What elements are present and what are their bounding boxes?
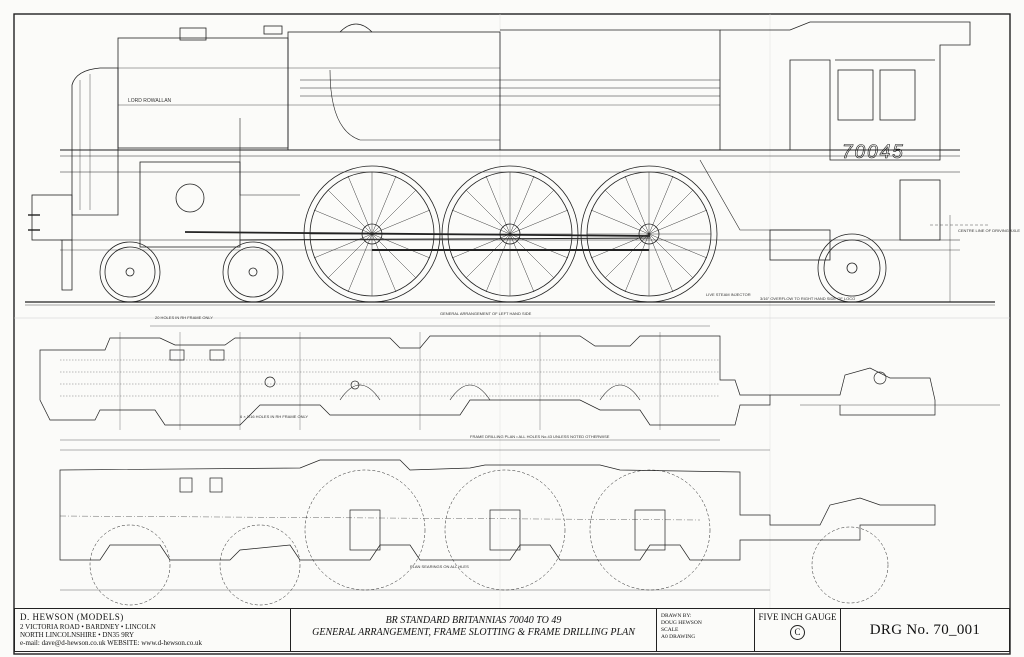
scale-value: A0 DRAWING [661,634,696,640]
drawn-by-value: DOUG HEWSON [661,620,702,626]
gauge-cell: FIVE INCH GAUGE C [755,609,841,651]
gauge-text: FIVE INCH GAUGE [758,612,837,622]
maker-address-1: 2 VICTORIA ROAD • BARDNEY • LINCOLN [20,623,156,631]
trailing-wheel [817,233,887,303]
maker-address-2: NORTH LINCOLNSHIRE • DN35 9RY [20,631,135,639]
loco-number: 70045 [842,142,905,164]
note-holes-rh: 6 × 1/16 HOLES IN RH FRAME ONLY [240,414,309,419]
note-centre-line: CENTRE LINE OF DRIVING AXLE [958,228,1021,233]
frame-slotting-plan [59,449,936,606]
drawing-number: DRG No. 70_001 [869,622,981,638]
title-block: D. HEWSON (MODELS) 2 VICTORIA ROAD • BAR… [14,608,1010,652]
maker-name: D. HEWSON (MODELS) [20,612,124,622]
copyright-icon: C [790,625,805,640]
note-frame-drilling: FRAME DRILLING PLAN • ALL HOLES No.43 UN… [470,434,610,439]
driving-wheel [580,165,718,303]
loco-nameplate: LORD ROWALLAN [128,98,172,104]
driving-wheel [441,165,579,303]
drawing-title-1: BR STANDARD BRITANNIAS 70040 TO 49 [385,615,562,626]
frame-drilling-plan [39,325,1000,441]
maker-cell: D. HEWSON (MODELS) 2 VICTORIA ROAD • BAR… [15,609,291,651]
maker-contact: e-mail: dave@d-hewson.co.uk WEBSITE: www… [20,639,202,647]
note-overflow: 3/16" OVERFLOW TO RIGHT HAND SIDE OF LOC… [760,296,856,301]
drawing-title-cell: BR STANDARD BRITANNIAS 70040 TO 49 GENER… [291,609,657,651]
drawn-by-label: DRAWN BY: [661,613,692,619]
note-live-steam: LIVE STEAM INJECTOR [706,292,751,297]
note-twenty-holes: 20 HOLES IN RH FRAME ONLY [155,315,213,320]
note-frame-slotting: PLAN SEARINGS ON ALL HLES [410,564,469,569]
pony-wheel [99,241,161,303]
note-general-arrangement: GENERAL ARRANGEMENT OF LEFT HAND SIDE [440,311,532,316]
drawing-title-2: GENERAL ARRANGEMENT, FRAME SLOTTING & FR… [312,627,635,638]
driving-wheel [303,165,441,303]
drawn-by-cell: DRAWN BY: DOUG HEWSON SCALE A0 DRAWING [657,609,755,651]
scale-label: SCALE [661,627,679,633]
sheet-border [13,13,1011,655]
general-arrangement [25,21,995,306]
pony-wheel [222,241,284,303]
